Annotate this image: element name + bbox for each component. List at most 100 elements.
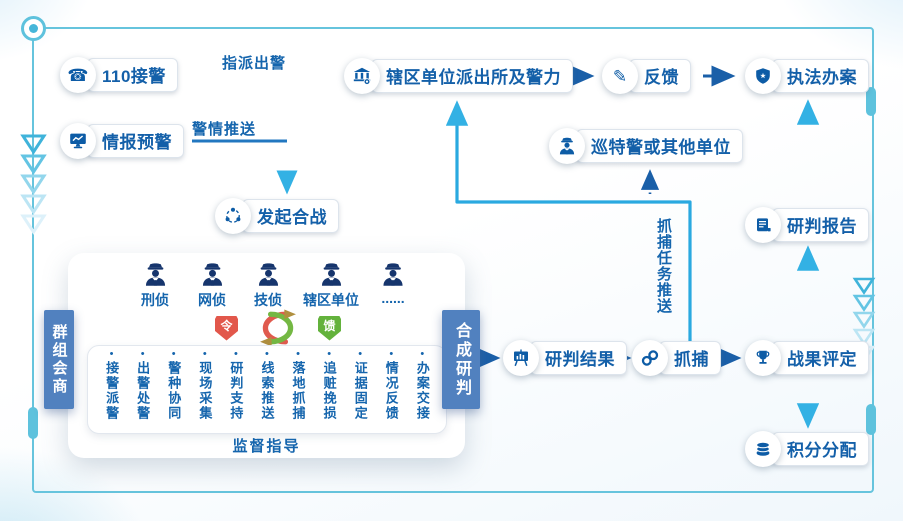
node-label: 110接警	[87, 58, 178, 92]
node-label: 战果评定	[772, 341, 869, 375]
step-item: •接警派警	[102, 348, 121, 433]
bank-building-icon	[344, 58, 380, 94]
step-label: 现场采集	[197, 361, 213, 421]
officer-label: 技侦	[254, 292, 282, 308]
officer-district-unit: 辖区单位	[303, 261, 359, 310]
node-label: 辖区单位派出所及警力	[371, 59, 573, 93]
node-label: 发起合战	[242, 199, 339, 233]
node-patrol-units: 巡特警或其他单位	[549, 128, 743, 164]
officer-icon	[258, 263, 278, 286]
tab-joint-analysis: 合成研判	[442, 310, 480, 409]
node-analysis-result: 研判结果	[503, 340, 627, 376]
officer-label: ......	[381, 290, 405, 306]
step-item: •情况反馈	[382, 348, 401, 433]
node-feedback: ✎ 反馈	[602, 58, 691, 94]
officer-icon	[321, 263, 341, 286]
monitor-chart-icon	[60, 123, 96, 159]
node-label: 研判报告	[772, 208, 869, 242]
border-capsule	[866, 404, 876, 435]
node-district-units: 辖区单位派出所及警力	[344, 58, 573, 94]
officer-label: 网侦	[198, 292, 226, 308]
step-item: •线索推送	[257, 348, 276, 433]
bullet-dot: •	[233, 348, 238, 360]
node-label: 反馈	[629, 59, 691, 93]
chevrons-left	[20, 133, 47, 235]
node-analysis-report: 研判报告	[745, 207, 869, 243]
bullet-dot: •	[327, 348, 332, 360]
step-label: 警种协同	[166, 361, 182, 421]
bullet-dot: •	[202, 348, 207, 360]
corner-ring-dot	[29, 24, 38, 33]
bullet-dot: •	[171, 348, 176, 360]
step-label: 研判支持	[228, 361, 244, 421]
node-label: 巡特警或其他单位	[576, 129, 743, 163]
node-capture: 抓捕	[632, 340, 721, 376]
officer-criminal-investigation: 刑侦	[141, 261, 169, 310]
cycle-arrows-icon	[260, 309, 296, 347]
corner-ring-icon	[21, 16, 46, 41]
frame-border	[32, 27, 874, 493]
bullet-dot: •	[358, 348, 363, 360]
tab-group-consultation: 群组会商	[44, 310, 74, 409]
officer-label: 辖区单位	[303, 292, 359, 308]
border-capsule	[866, 87, 876, 116]
police-badge-icon	[745, 58, 781, 94]
step-item: •落地抓捕	[289, 349, 308, 433]
node-points-distribution: 积分分配	[745, 431, 869, 467]
node-law-enforcement: 执法办案	[745, 58, 869, 94]
step-label: 接警派警	[104, 361, 120, 421]
step-item: •证据固定	[351, 348, 370, 433]
officer-icon	[202, 263, 222, 286]
officer-icon	[145, 263, 165, 286]
step-label: 办案交接	[414, 361, 430, 421]
feedback-badge: 馈	[318, 315, 341, 341]
joint-operation-panel: 刑侦 网侦 技侦 辖区单位 ...... 令 馈	[68, 253, 465, 458]
node-label: 积分分配	[772, 432, 869, 466]
trophy-icon	[745, 340, 781, 376]
node-label: 执法办案	[772, 59, 869, 93]
report-icon	[745, 207, 781, 243]
order-badge: 令	[215, 315, 238, 341]
bullet-dot: •	[389, 348, 394, 360]
step-label: 落地抓捕	[290, 361, 306, 421]
step-item: •警种协同	[164, 348, 183, 433]
node-initiate-joint-op: 发起合战	[215, 198, 339, 234]
step-label: 线索推送	[259, 361, 275, 421]
step-item: •现场采集	[195, 348, 214, 433]
process-steps-panel: •接警派警 •出警处警 •警种协同 •现场采集 •研判支持 •线索推送 •落地抓…	[87, 345, 447, 434]
pencil-icon: ✎	[602, 58, 638, 94]
edge-label-alert-push: 警情推送	[192, 121, 257, 138]
step-item: •办案交接	[413, 348, 432, 433]
node-label: 情报预警	[87, 124, 184, 158]
node-label: 抓捕	[659, 341, 721, 375]
officer-icon	[383, 263, 403, 286]
edge-label-dispatch: 指派出警	[222, 55, 287, 72]
supervision-label: 监督指导	[232, 438, 301, 455]
border-capsule	[28, 407, 38, 439]
step-item: •出警处警	[133, 348, 152, 433]
step-item: •研判支持	[226, 348, 245, 433]
coins-icon	[745, 431, 781, 467]
edge-capture-task	[445, 100, 692, 342]
police-officer-icon	[549, 128, 585, 164]
share-sync-icon	[215, 198, 251, 234]
step-label: 证据固定	[352, 361, 368, 421]
presentation-chart-icon	[503, 340, 539, 376]
step-item: •追赃挽损	[320, 348, 339, 433]
node-110-call: ☎ 110接警	[60, 57, 178, 93]
bullet-dot: •	[265, 348, 269, 360]
node-label: 研判结果	[530, 341, 627, 375]
edge-label-capture-task: 抓捕任务推送	[655, 218, 672, 314]
bullet-dot: •	[420, 348, 425, 360]
step-label: 出警处警	[135, 361, 151, 421]
officer-label: 刑侦	[141, 292, 169, 308]
handcuffs-icon	[632, 340, 668, 376]
bullet-dot: •	[140, 348, 145, 360]
node-battle-evaluation: 战果评定	[745, 340, 869, 376]
bullet-dot: •	[109, 348, 114, 360]
order-feedback-cycle: 令 馈	[215, 309, 345, 347]
officer-cyber-investigation: 网侦	[198, 261, 226, 310]
officer-others: ......	[380, 261, 407, 306]
